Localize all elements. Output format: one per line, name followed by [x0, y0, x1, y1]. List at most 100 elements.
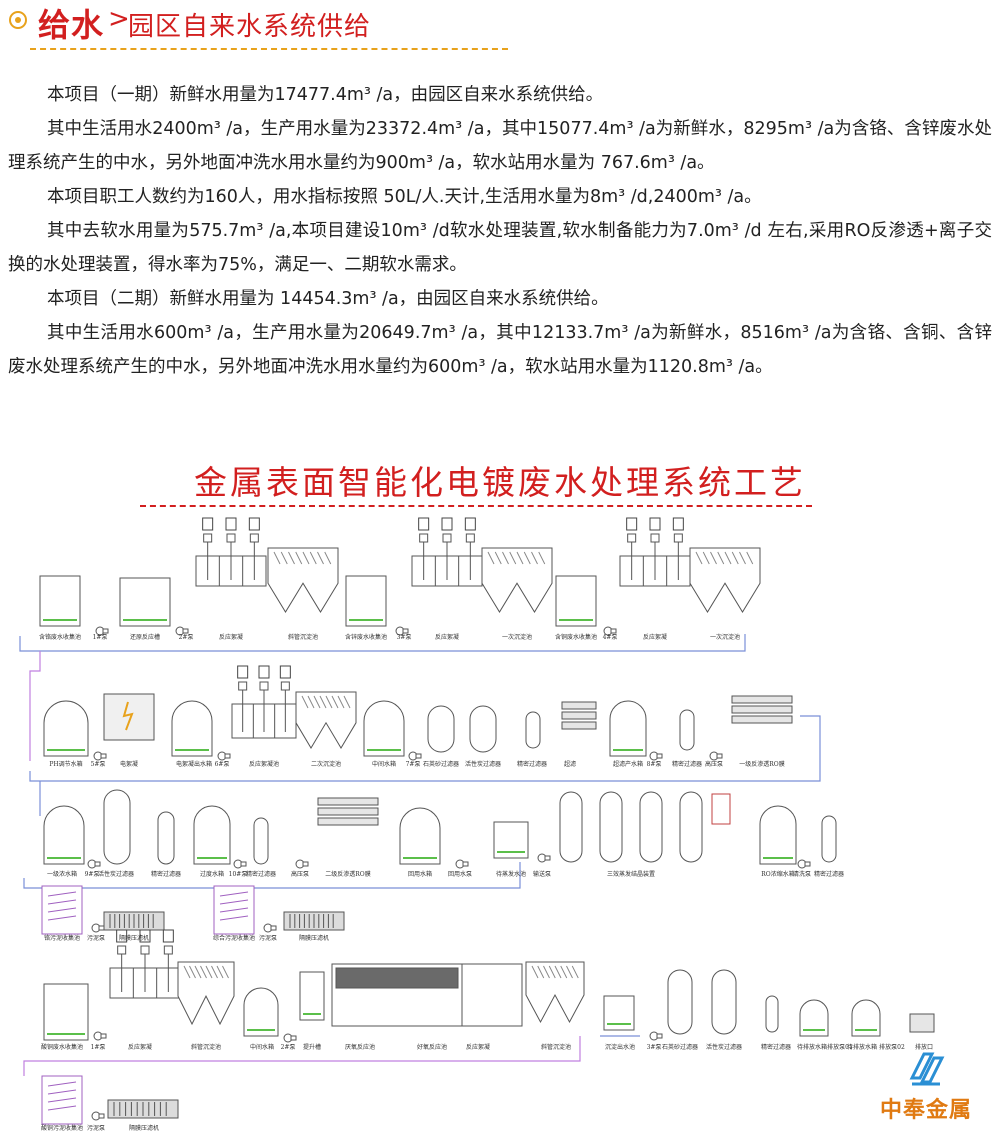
sludge-hatch: [219, 915, 249, 921]
diagram-label: 斜管沉淀池: [541, 1043, 571, 1051]
sludge-hatch: [47, 907, 77, 913]
plate-pack: [211, 965, 218, 979]
filter-column: [679, 791, 703, 863]
diagram-label: 3#泵: [397, 634, 412, 641]
diagram-label: 反应絮凝: [128, 1043, 152, 1051]
mixer-motor: [465, 533, 475, 543]
pump-motor: [182, 628, 189, 634]
pump-motor: [656, 1033, 663, 1039]
dosing-tank: [258, 665, 270, 679]
sludge-hatch: [47, 1081, 77, 1087]
pump-motor: [98, 925, 105, 931]
dosing-tank: [649, 517, 661, 531]
pump-motor: [102, 628, 109, 634]
pump-motor: [240, 861, 247, 867]
diagram-label: 反应絮凝: [219, 633, 243, 641]
diagram-label: 精密过滤器: [517, 760, 547, 768]
diagram-label: 反应絮凝: [643, 633, 667, 641]
plate-pack: [222, 965, 229, 979]
diagram-label: 污泥泵: [87, 1124, 105, 1132]
mixer-motor: [259, 681, 269, 691]
sludge-hatch: [219, 899, 249, 905]
mixer-motor: [226, 533, 236, 543]
mixer-motor: [419, 533, 429, 543]
filter-column: [103, 789, 131, 865]
sludge-hatch: [47, 891, 77, 897]
tank: [555, 575, 597, 627]
diagram-label: 石英砂过滤器: [423, 760, 459, 768]
diagram-label: 含铜废水收集池: [555, 633, 597, 641]
diagram-label: 一级浓水箱: [47, 870, 77, 878]
diagram-label: 排放泵01: [827, 1043, 853, 1051]
plate-pack: [523, 551, 531, 565]
plate-pack: [325, 695, 333, 709]
diagram-label: 精密过滤器: [151, 870, 181, 878]
dome-tank: [399, 807, 441, 865]
diagram-label: 高压泵: [291, 870, 309, 878]
sludge-hatch: [47, 1105, 77, 1111]
diagram-label: 铬污泥收集池: [44, 934, 80, 942]
ro-membrane: [317, 817, 379, 826]
plate-pack: [494, 551, 502, 565]
diagram-label: 沉淀出水池: [605, 1043, 635, 1051]
dome-tank: [243, 987, 279, 1037]
electro-coag-unit: [103, 693, 155, 741]
plate-pack: [302, 551, 310, 565]
dosing-tank: [672, 517, 684, 531]
diagram-label: 还原反应槽: [130, 633, 160, 641]
plate-pack: [739, 551, 746, 565]
pump-motor: [716, 753, 723, 759]
plate-pack: [324, 551, 332, 565]
mixer-motor: [673, 533, 683, 543]
diagram-label: 待排放水箱: [797, 1043, 827, 1051]
diagram-label: 中间水箱: [250, 1043, 274, 1051]
sludge-hatch: [47, 1089, 77, 1095]
diagram-label: 一次沉淀池: [710, 633, 740, 641]
diagram-label: 高压泵: [705, 760, 723, 768]
dome-tank: [851, 999, 881, 1037]
plate-pack: [307, 695, 315, 709]
pump-motor: [804, 861, 811, 867]
plate-pack: [746, 551, 754, 565]
diagram-label: 含铬废水收集池: [39, 633, 81, 641]
plate-pack: [319, 695, 327, 709]
plate-pack: [560, 965, 568, 979]
diagram-label: 8#泵: [647, 761, 662, 768]
dosing-tank: [626, 517, 638, 531]
tank: [39, 575, 81, 627]
filter-column: [525, 711, 541, 749]
pump-motor: [656, 753, 663, 759]
diagram-label: 污泥泵: [87, 934, 105, 942]
mixer-motor: [117, 945, 127, 955]
diagram-label: 一级反渗透RO膜: [739, 760, 784, 768]
plate-pack: [331, 695, 339, 709]
ro-membrane: [561, 701, 597, 710]
plate-pack: [695, 551, 703, 565]
sludge-hatch: [219, 907, 249, 913]
dosing-tank: [441, 517, 453, 531]
paragraph: 本项目（二期）新鲜水用量为 14454.3m³ /a，由园区自来水系统供给。: [47, 289, 609, 309]
aerobic-tank: [461, 963, 523, 1027]
anaerobic-media: [335, 967, 459, 989]
plate-pack: [337, 695, 345, 709]
diagram-label: 活性炭过滤器: [706, 1043, 742, 1051]
plate-pack: [194, 965, 202, 979]
ro-membrane: [731, 705, 793, 714]
dosing-tank: [225, 517, 237, 531]
pump-motor: [270, 925, 277, 931]
diagram-label: 隔膜压滤机: [129, 1124, 159, 1132]
diagram-label: 精密过滤器: [814, 870, 844, 878]
clarifier: [689, 547, 761, 613]
dosing-tank: [162, 929, 174, 943]
ro-membrane: [317, 797, 379, 806]
filter-column: [765, 995, 779, 1033]
pipe-line: [29, 715, 821, 782]
section-divider: [140, 505, 812, 507]
section-title: 金属表面智能化电镀废水处理系统工艺: [194, 463, 806, 502]
pipe-line: [19, 634, 746, 652]
filter-column: [469, 705, 497, 753]
pump-motor: [544, 855, 551, 861]
plate-pack: [717, 551, 725, 565]
plate-pack: [317, 551, 324, 565]
dosing-tank: [464, 517, 476, 531]
